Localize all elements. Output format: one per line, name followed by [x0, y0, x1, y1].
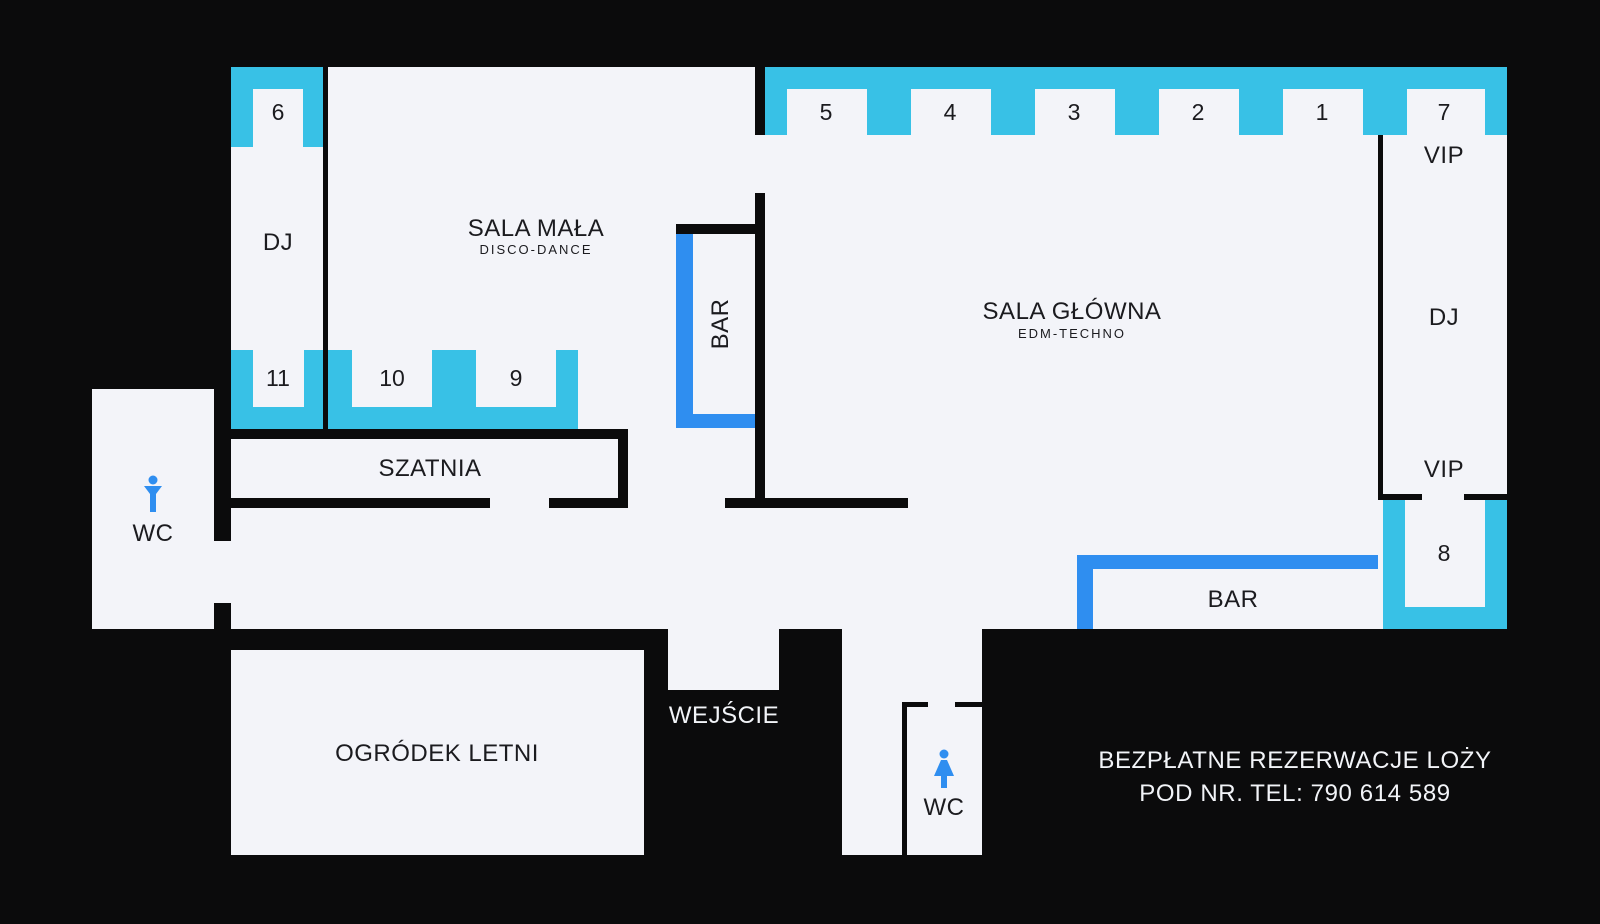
reservation-line-1: BEZPŁATNE REZERWACJE LOŻY	[1098, 747, 1491, 774]
lodge-6-group[interactable]	[231, 67, 323, 147]
wc-men-label: WC	[133, 520, 174, 547]
lodge-11[interactable]	[253, 350, 304, 407]
wall-vip-right	[1464, 494, 1507, 500]
lodge-2-label: 2	[1192, 99, 1205, 125]
lodge-6[interactable]	[253, 89, 303, 147]
lodge-10[interactable]	[352, 350, 432, 407]
wall-cloak-right	[618, 429, 628, 508]
lodge-3[interactable]	[1035, 89, 1115, 135]
reservation-info: BEZPŁATNE REZERWACJE LOŻY POD NR. TEL: 7…	[1098, 747, 1491, 807]
bar-main-counter	[1077, 555, 1378, 569]
wall-cloak-top	[231, 429, 628, 439]
bar-small-counter-bottom	[676, 414, 755, 428]
lodges-top-row[interactable]	[765, 67, 1507, 135]
wall-cloak-bottom-left	[231, 498, 490, 508]
lodge-4-label: 4	[944, 99, 957, 125]
lodge-1-label: 1	[1316, 99, 1329, 125]
wall-bar-vertical	[755, 193, 765, 503]
lodge-8-group[interactable]	[1383, 500, 1507, 629]
wall-cloak-bottom-right	[549, 498, 628, 508]
wall-bar-top	[676, 224, 755, 234]
garden-label: OGRÓDEK LETNI	[335, 740, 539, 767]
small-hall-title: SALA MAŁA	[468, 215, 605, 242]
lodge-1[interactable]	[1283, 89, 1363, 135]
dj-left-label: DJ	[263, 229, 293, 256]
lodges-bottom-left[interactable]	[231, 350, 578, 429]
lodge-8-label: 8	[1438, 540, 1451, 566]
corridor-wc-women	[842, 629, 982, 855]
lodge-11-label: 11	[266, 365, 290, 391]
main-floor	[231, 67, 1507, 629]
wall-wc-women-top-left	[902, 702, 928, 707]
bar-small-counter	[676, 234, 693, 428]
wall-dj-left	[323, 67, 328, 429]
reservation-phone[interactable]: POD NR. TEL: 790 614 589	[1139, 780, 1450, 807]
wc-men-room	[92, 389, 231, 629]
entrance-area	[668, 629, 779, 690]
lodge-7[interactable]	[1407, 89, 1485, 135]
entrance-label: WEJŚCIE	[669, 701, 779, 729]
lodge-5-label: 5	[820, 99, 833, 125]
lodge-6-label: 6	[272, 99, 285, 125]
bar-small-group	[676, 234, 755, 428]
bar-small-label: BAR	[707, 299, 734, 350]
small-hall-genre: DISCO-DANCE	[479, 242, 592, 257]
bar-main-label: BAR	[1208, 586, 1259, 613]
wall-left-upper	[214, 389, 231, 541]
lodge-4[interactable]	[911, 89, 991, 135]
lodge-strip-top	[765, 67, 1507, 135]
floor-areas	[92, 67, 1507, 855]
labels: SALA GŁÓWNA EDM-TECHNO SALA MAŁA DISCO-D…	[133, 99, 1464, 821]
lodge-10-label: 10	[379, 365, 405, 391]
walls	[214, 67, 1507, 855]
bar-main-group	[1077, 555, 1378, 629]
woman-icon	[934, 749, 954, 788]
vip-top-label: VIP	[1424, 142, 1464, 169]
wall-wc-women-top-right	[955, 702, 982, 707]
bar-main-counter-side	[1077, 555, 1093, 629]
wall-top-stub	[755, 67, 765, 135]
garden-area	[231, 650, 644, 855]
main-hall-title: SALA GŁÓWNA	[983, 298, 1162, 325]
lodge-7-label: 7	[1438, 99, 1451, 125]
lodge-3-label: 3	[1068, 99, 1081, 125]
wall-wc-women-left	[902, 702, 907, 855]
cloakroom-label: SZATNIA	[378, 455, 481, 482]
lodge-8[interactable]	[1405, 500, 1485, 607]
lodge-5[interactable]	[787, 89, 867, 135]
wc-women-label: WC	[924, 794, 965, 821]
wall-dj-right	[1378, 135, 1383, 497]
lodge-2[interactable]	[1159, 89, 1239, 135]
vip-bottom-label: VIP	[1424, 456, 1464, 483]
lodge-9-label: 9	[510, 365, 523, 391]
man-icon	[144, 475, 162, 512]
lodge-9[interactable]	[476, 350, 556, 407]
main-hall-genre: EDM-TECHNO	[1018, 326, 1126, 341]
dj-right-label: DJ	[1429, 304, 1459, 331]
wall-bar-bottom	[725, 498, 908, 508]
wall-vip-left	[1378, 494, 1422, 500]
wall-left-lower	[214, 603, 231, 629]
